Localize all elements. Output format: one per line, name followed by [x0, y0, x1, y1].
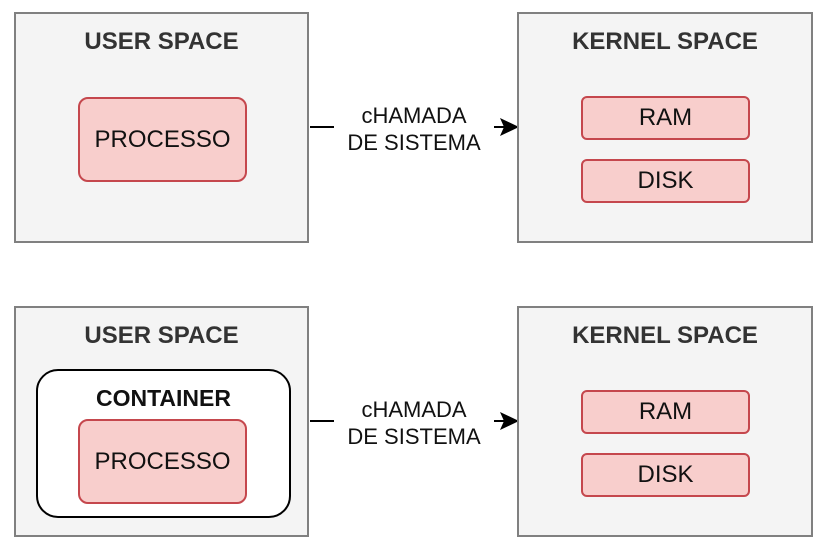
user-space-title: USER SPACE: [84, 322, 239, 349]
process-node: PROCESSO: [78, 419, 247, 504]
ram-node: RAM: [581, 390, 750, 434]
process-node: PROCESSO: [78, 97, 247, 182]
user-space-box-bottom: USER SPACE CONTAINER PROCESSO: [14, 306, 309, 537]
system-call-line2: DE SISTEMA: [347, 130, 481, 155]
container-box: CONTAINER PROCESSO: [36, 369, 291, 518]
container-title: CONTAINER: [95, 385, 231, 411]
system-call-line1: cHAMADA: [361, 397, 467, 422]
system-call-line2: DE SISTEMA: [347, 424, 481, 449]
kernel-space-title: KERNEL SPACE: [572, 28, 758, 55]
ram-node: RAM: [581, 96, 750, 140]
system-call-line1: cHAMADA: [361, 103, 467, 128]
disk-node: DISK: [581, 453, 750, 497]
kernel-space-box-top: KERNEL SPACE RAM DISK: [517, 12, 813, 243]
user-space-title: USER SPACE: [84, 28, 239, 55]
system-call-label-top: cHAMADA DE SISTEMA: [334, 102, 494, 156]
kernel-space-title: KERNEL SPACE: [572, 322, 758, 349]
kernel-space-box-bottom: KERNEL SPACE RAM DISK: [517, 306, 813, 537]
system-call-label-bottom: cHAMADA DE SISTEMA: [334, 396, 494, 450]
disk-node: DISK: [581, 159, 750, 203]
user-space-box-top: USER SPACE PROCESSO: [14, 12, 309, 243]
